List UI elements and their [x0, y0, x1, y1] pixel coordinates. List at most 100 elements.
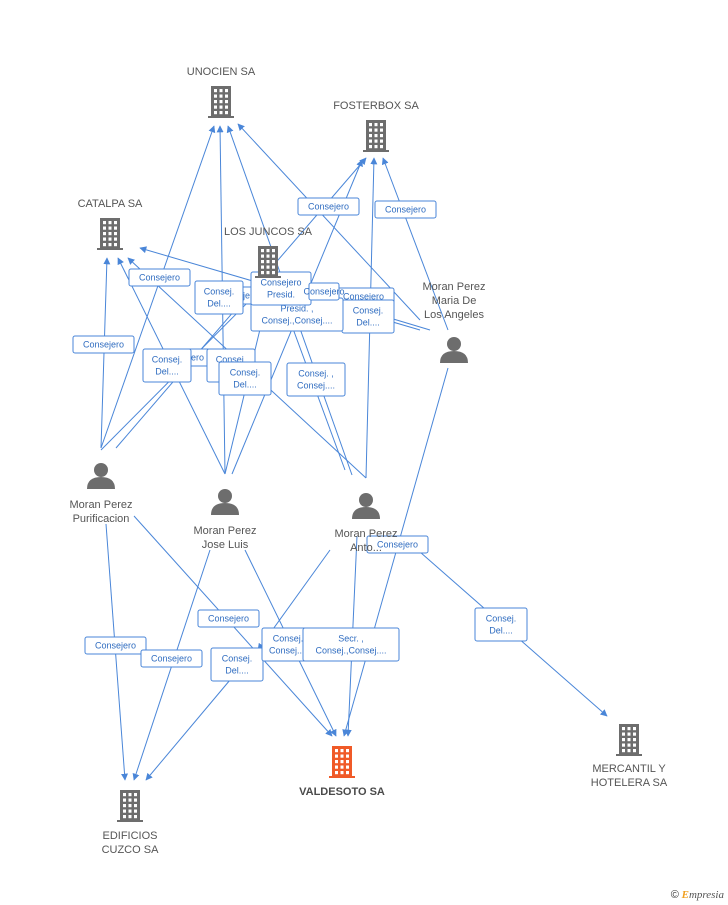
relation-label[interactable]: Consejero: [374, 200, 437, 219]
relation-label[interactable]: Consej. Del....: [210, 647, 264, 682]
relation-label-text: Consej.: [230, 368, 261, 378]
relation-label-box: [308, 282, 340, 301]
node-label: Los Angeles: [424, 309, 484, 321]
relation-label-text: Consej.: [273, 634, 304, 644]
node-losjuncos[interactable]: LOS JUNCOS SA: [224, 226, 313, 278]
node-label: Maria De: [432, 295, 477, 307]
relation-label[interactable]: Consej. Del....: [341, 299, 395, 334]
relation-label-box: [140, 649, 203, 668]
relation-label[interactable]: Consejero: [140, 649, 203, 668]
relation-label[interactable]: Consejero: [128, 268, 191, 287]
node-antonio[interactable]: Moran PerezAnto...: [335, 493, 398, 554]
relation-label-box: [194, 280, 244, 315]
relation-label-text: Consej.,Consej....: [315, 646, 386, 656]
relation-label[interactable]: Consejero: [366, 535, 429, 554]
relation-label-text: Consej.: [222, 654, 253, 664]
building-icon: [97, 218, 123, 250]
relation-label-box: [374, 200, 437, 219]
copyright-symbol: ©: [670, 889, 679, 901]
relation-label-text: Del....: [155, 367, 179, 377]
relation-label-text: Del....: [356, 318, 380, 328]
relation-label-text: Consej.: [204, 287, 235, 297]
node-label: UNOCIEN SA: [187, 66, 256, 78]
relation-label-text: Consejero: [343, 292, 384, 302]
relation-label[interactable]: Consej. , Consej....: [286, 362, 346, 397]
relation-label-text: Consejero: [260, 278, 301, 288]
node-label: Anto...: [350, 542, 382, 554]
node-valdesoto[interactable]: VALDESOTO SA: [299, 746, 385, 798]
node-label: HOTELERA SA: [591, 777, 668, 789]
relation-label-box: [218, 361, 272, 396]
brand-name: mpresia: [688, 889, 724, 901]
edge-23: [145, 679, 231, 781]
relation-label-text: Presid.: [267, 290, 295, 300]
node-label: Moran Perez: [194, 525, 257, 537]
node-label: LOS JUNCOS SA: [224, 226, 313, 238]
relation-label-text: Del....: [225, 666, 249, 676]
relation-label-text: Consejero: [83, 340, 124, 350]
relation-label-text: Del....: [207, 299, 231, 309]
relation-label-text: Consej.: [216, 355, 247, 365]
nodes: UNOCIEN SA FOSTERBOX SA CATALPA SA LOS JUNC…: [70, 66, 668, 856]
relation-label[interactable]: Consejero: [72, 335, 135, 354]
relation-label[interactable]: Consejero: [84, 636, 147, 655]
node-label: CATALPA SA: [78, 198, 143, 210]
node-fosterbox[interactable]: FOSTERBOX SA: [333, 100, 419, 152]
relation-label-box: [72, 335, 135, 354]
person-icon: [352, 493, 380, 519]
relation-label[interactable]: Secr. , Consej.,Consej....: [302, 627, 400, 662]
relation-label[interactable]: Consejero: [197, 609, 260, 628]
relation-label-text: Consejero: [303, 287, 344, 297]
edge-3: [237, 123, 421, 321]
node-label: Moran Perez: [70, 499, 133, 511]
relation-label-text: Consejero: [208, 614, 249, 624]
building-icon: [117, 790, 143, 822]
building-icon: [363, 120, 389, 152]
relation-label-box: [474, 607, 528, 642]
relation-label[interactable]: Consej. Consej....: [261, 627, 315, 662]
relation-label-text: Consej.: [152, 355, 183, 365]
relation-label-box: [297, 197, 360, 216]
relation-label[interactable]: Consejero: [303, 282, 345, 301]
relation-label-box: [197, 609, 260, 628]
node-label: EDIFICIOS: [102, 830, 157, 842]
relation-label-text: Del....: [233, 380, 257, 390]
relation-label-text: Consej.: [353, 306, 384, 316]
relation-label[interactable]: Consej. Del....: [218, 361, 272, 396]
relation-label-text: Secr. ,: [338, 634, 364, 644]
node-mercantil[interactable]: MERCANTIL Y HOTELERA SA: [591, 724, 668, 789]
relation-label-text: Consejero: [377, 540, 418, 550]
person-icon: [211, 489, 239, 515]
relation-label-text: Presid. ,: [280, 304, 313, 314]
relation-label-box: [286, 362, 346, 397]
node-label: Moran Perez: [423, 281, 486, 293]
node-label: Moran Perez: [335, 528, 398, 540]
relation-label-box: [84, 636, 147, 655]
building-icon: [255, 246, 281, 278]
building-icon: [329, 746, 355, 778]
brand-footer: © Empresia: [671, 889, 724, 901]
node-unocien[interactable]: UNOCIEN SA: [187, 66, 256, 118]
node-catalpa[interactable]: CATALPA SA: [78, 198, 143, 250]
person-icon: [87, 463, 115, 489]
node-label: Purificacion: [73, 513, 130, 525]
relation-label[interactable]: Consej.Del....: [474, 607, 528, 642]
relation-label-text: Consej. ,: [298, 369, 334, 379]
relation-label-text: Consej....: [297, 381, 335, 391]
edges: [100, 123, 608, 781]
relation-label-box: [210, 647, 264, 682]
relation-label-text: Consejero: [95, 641, 136, 651]
node-label: MERCANTIL Y: [592, 763, 666, 775]
building-icon: [208, 86, 234, 118]
relation-label[interactable]: Consej. Del....: [142, 348, 192, 383]
relation-label-text: Consej....: [269, 646, 307, 656]
node-label: Jose Luis: [202, 539, 249, 551]
relation-label[interactable]: Consejero: [297, 197, 360, 216]
relation-label[interactable]: Consej. Del....: [194, 280, 244, 315]
